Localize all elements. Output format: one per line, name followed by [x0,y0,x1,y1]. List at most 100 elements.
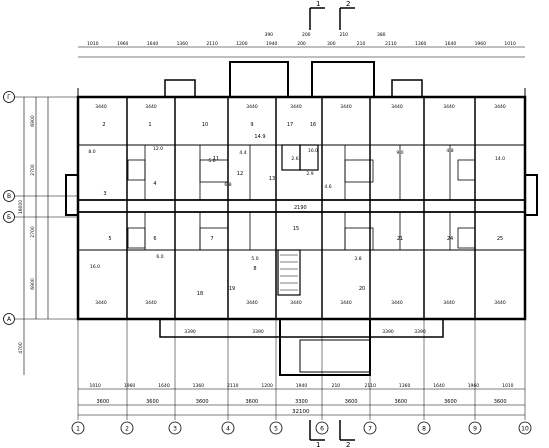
room-number: 15 [293,226,299,232]
bottom-axis-dimension: 3600 [444,399,457,405]
bottom-axis-dimension: 3600 [196,399,209,405]
grid-bubble-x-label: 7 [368,426,372,433]
section-mark-top-right: 2 [346,0,350,8]
bottom-axis-dimension: 3600 [245,399,258,405]
grid-bubble-x-label: 2 [125,426,129,433]
top-dimension: 210 [357,41,366,47]
room-number: 7 [210,236,213,242]
top-dimension: 1010 [87,41,99,47]
room-number: 8 [253,266,256,272]
room-number: 5 [108,236,111,242]
grid-bubble-y [3,313,15,325]
grid-bubble-x [518,421,532,435]
room-area: 4.6 [324,184,331,190]
grid-bubble-x-label: 10 [521,426,529,433]
bottom-dimension: 1940 [296,383,308,389]
room-number: 2 [102,122,105,128]
room-area: 9.0 [396,150,403,156]
grid-bubble-x-label: 4 [226,426,230,433]
room-number: 4 [153,181,156,187]
bottom-dimension: 210 [332,383,341,389]
grid-bubble-x [269,421,283,435]
top-dimension: 1010 [504,41,516,47]
grid-bubble-x [417,421,431,435]
room-area: 12.0 [153,146,163,152]
room-number: 21 [397,236,403,242]
room-width-top: 3440 [145,104,157,110]
grid-bubble-x-label: 5 [274,426,278,433]
bottom-dimension: 1360 [399,383,411,389]
top-dimension-secondary: 390 [264,32,273,38]
top-dimension: 1940 [266,41,278,47]
balcony-dimension: 3390 [252,329,264,335]
grid-bubble-x [168,421,182,435]
room-area: 8.0 [88,149,95,155]
room-area: 4.4 [239,150,246,156]
top-dimension-secondary: 210 [339,32,348,38]
room-width-bottom: 3440 [494,300,506,306]
bottom-dimension: 2110 [227,383,239,389]
grid-bubble-x-label: 8 [422,426,426,433]
top-dimension: 1360 [177,41,189,47]
room-area: 5.0 [208,158,215,164]
room-area: 4.8 [446,148,453,154]
top-dimension: 1960 [117,41,129,47]
room-area: 2.6 [291,156,298,162]
room-area: 6.8 [224,182,231,188]
left-dimension: 6900 [30,278,36,290]
left-dimension: 2700 [30,226,36,238]
grid-bubble-x [315,421,329,435]
grid-bubble-x [221,421,235,435]
room-number: 17 [287,122,293,128]
balcony-dimension: 3390 [382,329,394,335]
top-dimension: 1960 [475,41,487,47]
bottom-dimension: 1200 [261,383,273,389]
room-number: 20 [359,286,365,292]
building-outline [23,7,538,441]
room-number: 13 [269,176,275,182]
grid-bubble-y [3,211,15,223]
bottom-dimension: 1640 [158,383,170,389]
bottom-axis-dimension: 3600 [345,399,358,405]
section-mark-bottom-right: 2 [346,441,350,448]
left-dimension: 6900 [30,115,36,127]
room-number: 3 [103,191,106,197]
room-area: 3.8 [354,256,361,262]
room-number: 1 [148,122,151,128]
grid-bubble-x-label: 6 [320,426,324,433]
room-width-bottom: 3440 [95,300,107,306]
top-dimension-secondary: 380 [377,32,386,38]
room-width-top: 3440 [290,104,302,110]
room-width-bottom: 3440 [290,300,302,306]
room-area: 16.0 [308,148,318,154]
room-width-top: 3440 [340,104,352,110]
top-dimension: 2110 [385,41,397,47]
grid-bubble-x [468,421,482,435]
bottom-axis-dimension: 3600 [96,399,109,405]
grid-bubble-x-label: 1 [76,426,80,433]
bottom-dimension: 1360 [193,383,205,389]
balcony-dimension: 3390 [414,329,426,335]
bottom-dimension: 2110 [365,383,377,389]
left-dimension: 2700 [30,164,36,176]
room-number: 12 [237,171,243,177]
grid-bubble-y-label: Б [7,214,11,221]
room-area: 16.0 [90,264,100,270]
room-width-bottom: 3440 [145,300,157,306]
bottom-dimension: 1960 [468,383,480,389]
room-area: 2.9 [306,171,313,177]
room-width-bottom: 3440 [246,300,258,306]
room-area: 14.0 [495,156,505,162]
top-dimension: 1200 [236,41,248,47]
room-number: 25 [497,236,503,242]
grid-bubble-x [120,421,134,435]
bottom-dimension: 1010 [89,383,101,389]
section-mark-top-left: 1 [316,0,320,8]
grid-bubble-x-label: 9 [473,426,477,433]
section-mark-bottom-left: 1 [316,441,320,448]
grid-bubble-y [3,91,15,103]
top-dimension: 300 [327,41,336,47]
